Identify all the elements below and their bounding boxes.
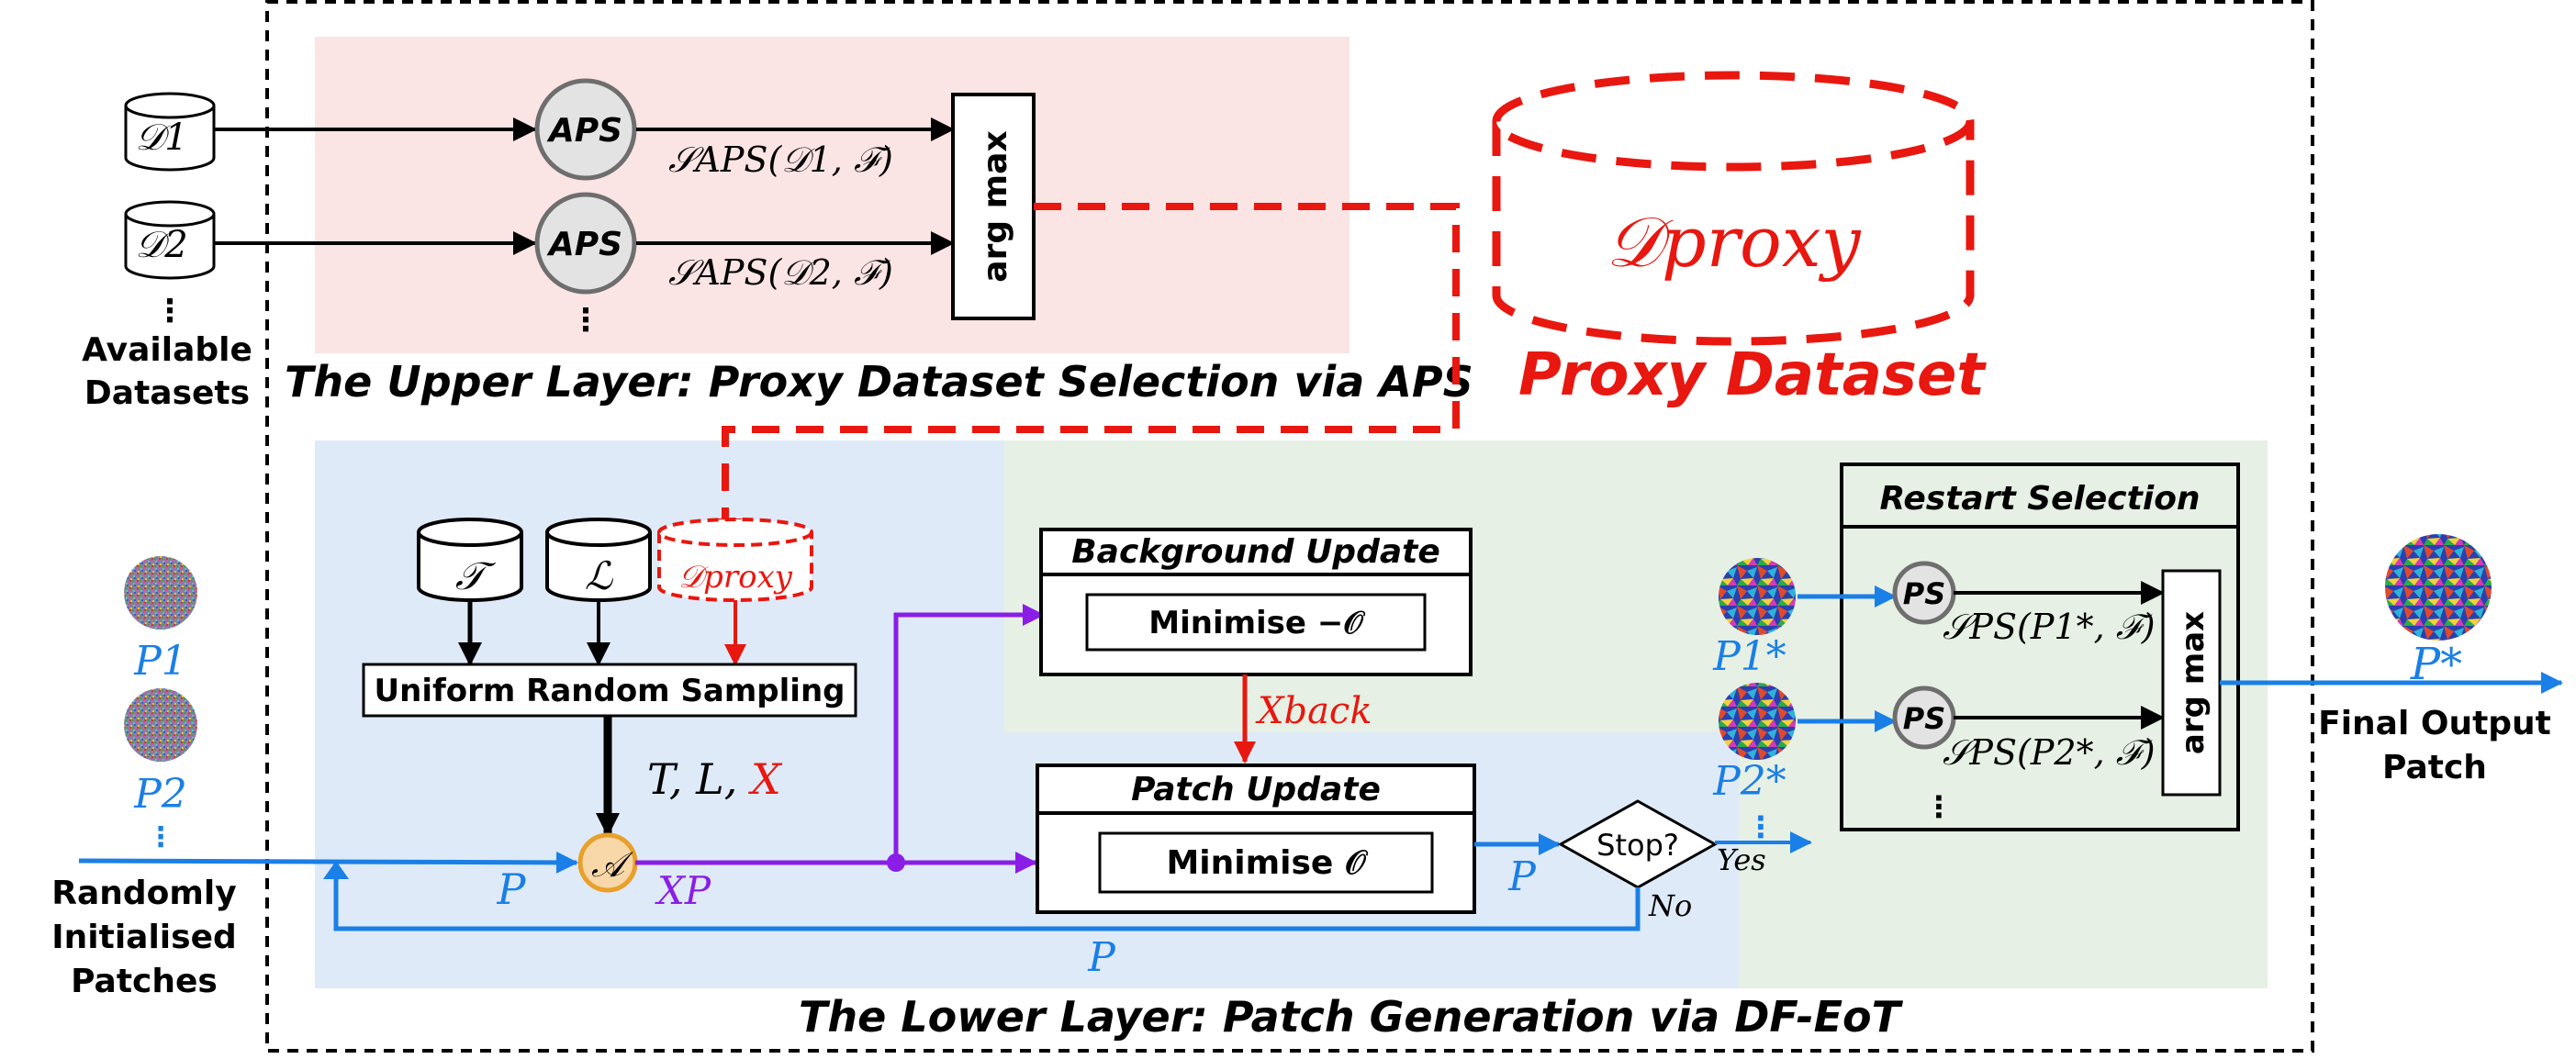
- ps-ellipsis: ⋮: [1924, 789, 1954, 824]
- patch-update-title: Patch Update: [1131, 771, 1381, 808]
- no-label: No: [1648, 888, 1692, 923]
- p-label-to-stop: P: [1507, 853, 1537, 900]
- aps-ellipsis: ⋮: [570, 302, 601, 339]
- purple-junction: [887, 853, 905, 872]
- final-patch-image: [2385, 534, 2492, 641]
- dataset-d1-label: 𝒟1: [135, 117, 187, 159]
- minimise-neg-label: Minimise −𝒪: [1148, 605, 1365, 641]
- upper-layer-title: The Upper Layer: Proxy Dataset Selection…: [285, 357, 1473, 407]
- aps-node-2-label: APS: [546, 226, 622, 263]
- ps-node-2-label: PS: [1903, 701, 1946, 736]
- aps-score-2: 𝒮APS(𝒟2, ℱ): [668, 252, 893, 293]
- ps-score-2: 𝒮PS(P2*, ℱ): [1943, 732, 2156, 773]
- proxy-connector-line: [722, 203, 1460, 528]
- xp-label: XP: [655, 868, 711, 913]
- restart-selection-box: [1840, 463, 2240, 831]
- proxy-dataset-symbol: 𝒟proxy: [1606, 201, 1861, 283]
- final-output-caption-2: Patch: [2382, 749, 2487, 786]
- datasets-ellipsis: ⋮: [154, 293, 185, 329]
- p-label-loop: P: [1087, 934, 1116, 981]
- uniform-sampling-label: Uniform Random Sampling: [375, 673, 846, 709]
- outer-frame: [265, 0, 2314, 1053]
- ps-score-1: 𝒮PS(P1*, ℱ): [1943, 607, 2156, 647]
- no-loop-arrowhead: [323, 861, 349, 879]
- aps-score-1: 𝒮APS(𝒟1, ℱ): [668, 139, 893, 180]
- minimise-neg-box: [1085, 593, 1427, 652]
- input-l-label: ℒ: [585, 553, 613, 598]
- restart-argmax-label: arg max: [2175, 611, 2212, 754]
- p-label-input: P: [497, 864, 527, 914]
- aps-node-1-label: APS: [546, 112, 622, 150]
- patches-caption-1: Randomly: [51, 875, 236, 912]
- available-datasets-caption-2: Datasets: [84, 374, 250, 412]
- candidate-patch-1-image: [1719, 558, 1796, 635]
- no-loop-line: [333, 863, 1641, 931]
- candidate-patch-2-label: P2*: [1712, 758, 1786, 805]
- input-dproxy-label: 𝒟proxy: [678, 559, 793, 596]
- final-patch-label: P*: [2410, 639, 2462, 690]
- background-update-title: Background Update: [1071, 533, 1440, 571]
- final-output-caption-1: Final Output: [2318, 705, 2551, 742]
- random-patch-1-label: P1: [133, 638, 187, 685]
- yes-label: Yes: [1717, 842, 1766, 877]
- patches-caption-2: Initialised: [51, 919, 237, 956]
- stop-label: Stop?: [1596, 828, 1679, 863]
- candidate-patch-1-label: P1*: [1712, 633, 1786, 680]
- lower-layer-title: The Lower Layer: Patch Generation via DF…: [799, 992, 1904, 1042]
- proxy-dataset-caption: Proxy Dataset: [1518, 341, 1987, 409]
- upper-layer-panel: [315, 37, 1350, 353]
- input-dproxy-cylinder: [657, 518, 813, 602]
- aps-node-1: [534, 78, 637, 181]
- upper-argmax-label: arg max: [977, 130, 1014, 282]
- candidate-patch-2-image: [1719, 683, 1796, 760]
- proxy-dataset-cylinder: [1492, 71, 1975, 346]
- xback-label: Xback: [1255, 690, 1372, 732]
- minimise-box: [1098, 831, 1434, 894]
- random-patch-1-image: [124, 556, 197, 630]
- sampled-variables: T, L, X: [647, 754, 783, 804]
- dataset-d2-label: 𝒟2: [135, 224, 187, 266]
- input-t-cylinder: [417, 518, 523, 602]
- sampled-vars-tl: T, L,: [647, 754, 751, 804]
- sampled-var-x: X: [748, 754, 783, 804]
- blue-input-line: [78, 851, 578, 874]
- input-l-cylinder: [545, 518, 652, 602]
- candidate-ellipsis: ⋮: [1746, 809, 1775, 844]
- available-datasets-caption-1: Available: [82, 331, 252, 369]
- ps-node-1-label: PS: [1903, 576, 1946, 611]
- random-patches-ellipsis: ⋮: [147, 821, 174, 853]
- aps-node-2: [534, 192, 637, 295]
- random-patch-2-label: P2: [133, 771, 187, 818]
- random-patch-2-image: [124, 688, 197, 762]
- patches-caption-3: Patches: [71, 963, 218, 1000]
- dataset-d2-cylinder: [124, 200, 216, 280]
- restart-selection-title: Restart Selection: [1879, 480, 2200, 518]
- purple-to-background: [893, 604, 1045, 863]
- minimise-label: Minimise 𝒪: [1166, 844, 1368, 882]
- dataset-d1-cylinder: [124, 92, 216, 172]
